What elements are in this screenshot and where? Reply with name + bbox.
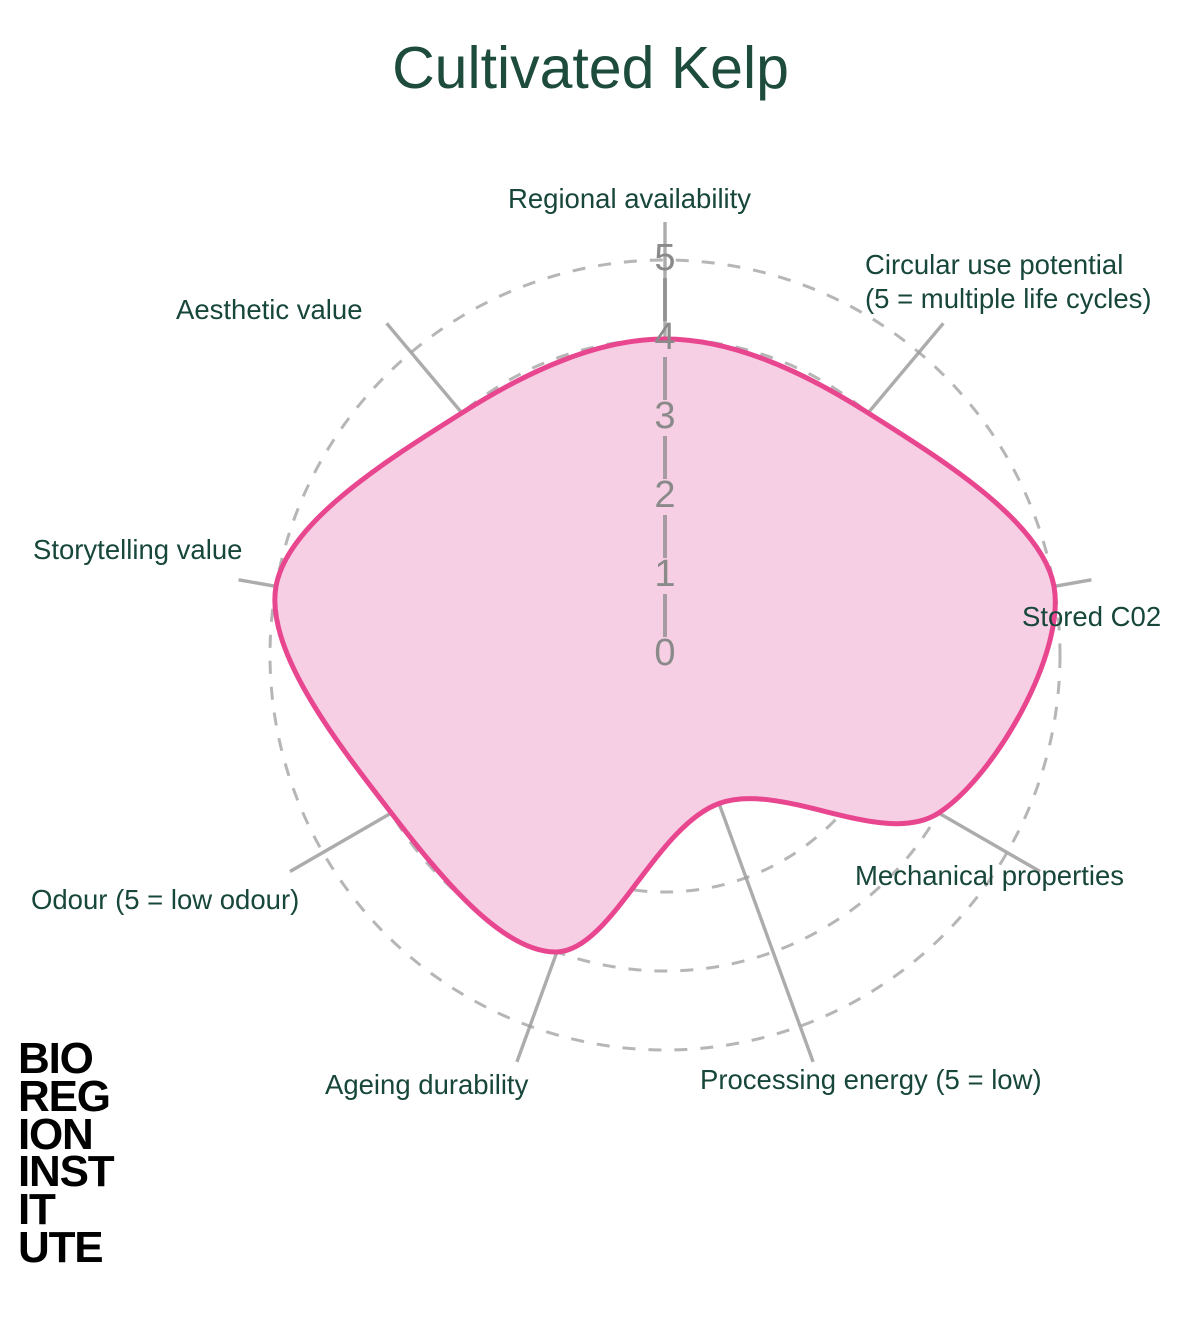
- axis-label-processing-energy: Processing energy (5 = low): [700, 1064, 1042, 1095]
- axis-label-aesthetic-value: Aesthetic value: [176, 294, 363, 325]
- tick-label-3: 3: [654, 395, 675, 437]
- axis-label-storytelling-value: Storytelling value: [33, 534, 243, 565]
- tick-label-0: 0: [654, 632, 675, 674]
- grid-ring-5: [268, 258, 1062, 1052]
- tick-label-1: 1: [654, 553, 675, 595]
- radar-series-cultivated-kelp: [272, 336, 1058, 955]
- logo-line-4: INST: [18, 1147, 115, 1197]
- axis-label-circular-use-potential: Circular use potential (5 = multiple lif…: [865, 249, 1152, 314]
- radar-tick-labels: 001122334455: [654, 237, 675, 674]
- logo-line-2: REG: [18, 1071, 111, 1121]
- tick-label-2: 2: [654, 474, 675, 516]
- axis-label-stored-co2: Stored C02: [1022, 601, 1162, 632]
- logo-line-6: UTE: [18, 1223, 104, 1273]
- logo-line-1: BIO: [18, 1034, 94, 1083]
- axis-label-ageing-durability: Ageing durability: [325, 1069, 529, 1100]
- axis-label-mechanical-properties: Mechanical properties: [855, 860, 1125, 891]
- axis-label-odour: Odour (5 = low odour): [31, 884, 300, 915]
- page-title: Cultivated Kelp: [392, 35, 789, 101]
- axis-label-regional-availability: Regional availability: [508, 183, 752, 214]
- series-outline: [272, 336, 1058, 955]
- logo-line-3: ION: [18, 1109, 94, 1159]
- logo-line-5: IT: [18, 1185, 56, 1235]
- tick-label-4: 4: [654, 316, 675, 358]
- tick-label-5: 5: [654, 237, 675, 279]
- series-area-fill: [274, 339, 1056, 952]
